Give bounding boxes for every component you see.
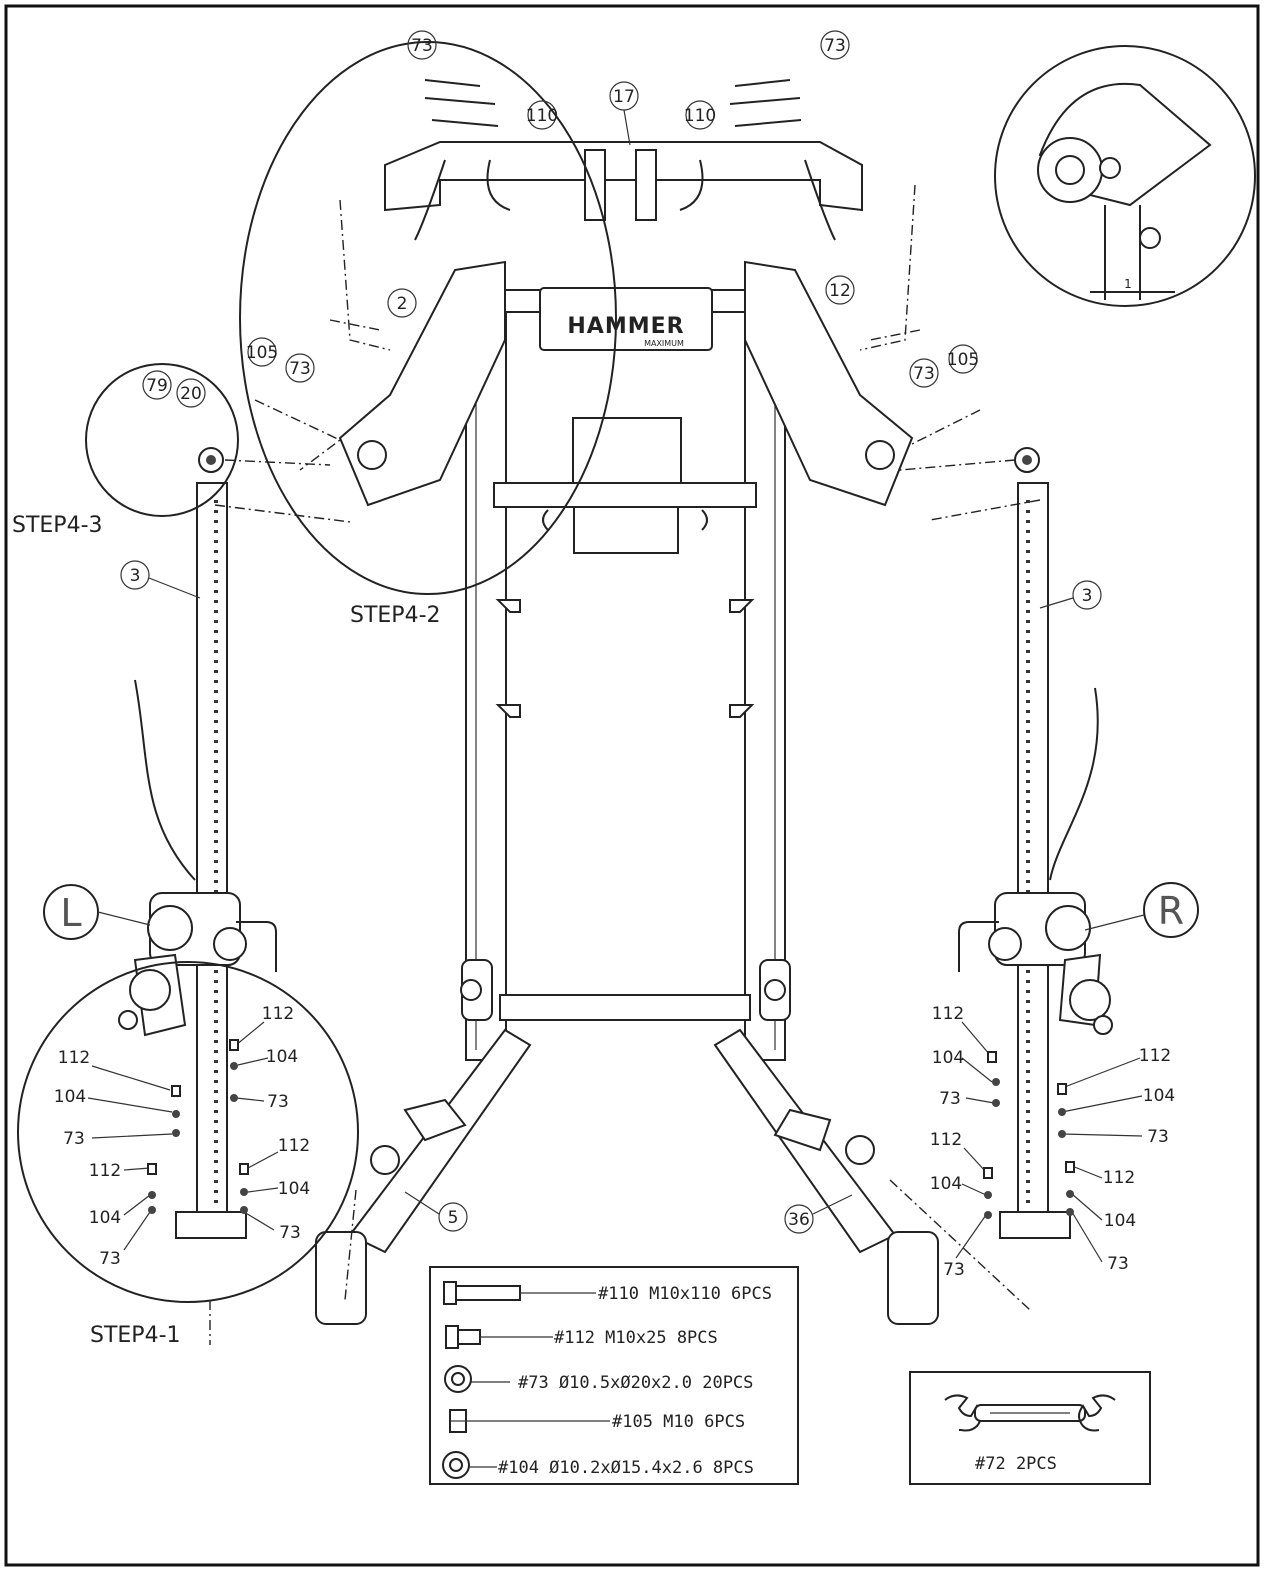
label-112: 112 <box>930 1130 962 1150</box>
left-upright-base-plate <box>175 1211 247 1239</box>
hardware-line-73: #73 Ø10.5xØ20x2.0 20PCS <box>518 1373 753 1393</box>
label-17: 17 <box>613 87 635 107</box>
right-side-mark <box>1143 882 1199 938</box>
label-73: 73 <box>939 1089 961 1109</box>
label-104: 104 <box>54 1087 86 1107</box>
label-104: 104 <box>278 1179 310 1199</box>
label-112: 112 <box>89 1161 121 1181</box>
wrench-icon <box>944 1394 1116 1432</box>
cross-member-17 <box>384 141 863 212</box>
label-3: 3 <box>130 566 141 586</box>
right-foot-cap <box>887 1231 939 1325</box>
label-73: 73 <box>411 36 433 56</box>
label-112: 112 <box>262 1004 294 1024</box>
spring-washer-icon <box>442 1451 470 1479</box>
detail-circle-step4-2 <box>239 41 617 595</box>
bottom-crossbar <box>499 994 751 1021</box>
label-112: 112 <box>58 1048 90 1068</box>
hardware-box: #110 M10x110 6PCS #112 M10x25 8PCS #73 Ø… <box>429 1266 799 1485</box>
hardware-line-105: #105 M10 6PCS <box>612 1412 745 1432</box>
label-73: 73 <box>63 1129 85 1149</box>
step4-3-label: STEP4-3 <box>12 513 103 538</box>
left-cable <box>134 679 196 881</box>
label-110: 110 <box>684 106 716 126</box>
label-12: 12 <box>829 281 851 301</box>
part-labels: 73 73 110 110 17 2 12 105 73 73 105 79 2… <box>54 30 1175 1280</box>
base-legs <box>315 1028 1031 1325</box>
left-upright <box>175 482 247 1239</box>
brand-plate <box>539 287 713 351</box>
top-assembly <box>198 79 1041 523</box>
right-upright <box>999 482 1071 1239</box>
tool-box: #72 2PCS <box>909 1371 1151 1485</box>
label-110: 110 <box>526 106 558 126</box>
detail-circle-step4-3 <box>85 363 239 517</box>
right-cable <box>1049 687 1099 881</box>
label-3: 3 <box>1082 586 1093 606</box>
short-bolt-icon <box>445 1325 481 1349</box>
label-104: 104 <box>930 1174 962 1194</box>
step4-1-label: STEP4-1 <box>90 1323 181 1348</box>
brand-sub: MAXIMUM <box>644 339 684 348</box>
label-112: 112 <box>932 1004 964 1024</box>
label-104: 104 <box>89 1208 121 1228</box>
label-73: 73 <box>99 1249 121 1269</box>
nut-icon <box>449 1409 467 1433</box>
label-73: 73 <box>289 359 311 379</box>
left-base-leg <box>348 1028 532 1254</box>
left-side-letter: L <box>60 891 81 935</box>
right-side-letter: R <box>1158 889 1184 933</box>
label-104: 104 <box>1104 1211 1136 1231</box>
label-2: 2 <box>397 294 408 314</box>
label-112: 112 <box>1103 1168 1135 1188</box>
plate-holder <box>572 417 682 485</box>
label-105: 105 <box>246 343 278 363</box>
left-carriage <box>118 892 277 1037</box>
mid-crossbar <box>493 482 757 508</box>
label-112: 112 <box>278 1136 310 1156</box>
label-73: 73 <box>943 1260 965 1280</box>
hardware-line-110: #110 M10x110 6PCS <box>598 1284 772 1304</box>
label-79: 79 <box>146 376 168 396</box>
svg-text:1: 1 <box>1124 277 1132 291</box>
storage-bracket <box>573 506 679 554</box>
label-5: 5 <box>448 1208 459 1228</box>
detail-circle-step4-1 <box>17 961 359 1303</box>
label-73: 73 <box>279 1223 301 1243</box>
label-112: 112 <box>1139 1046 1171 1066</box>
label-104: 104 <box>932 1048 964 1068</box>
pulley-detail-inset: 1 <box>994 45 1256 307</box>
label-73: 73 <box>1147 1127 1169 1147</box>
center-frame: HAMMER MAXIMUM <box>460 287 791 1061</box>
step4-2-label: STEP4-2 <box>350 603 441 628</box>
label-73: 73 <box>913 364 935 384</box>
hardware-line-112: #112 M10x25 8PCS <box>554 1328 718 1348</box>
label-20: 20 <box>180 384 202 404</box>
label-105: 105 <box>947 350 979 370</box>
label-104: 104 <box>266 1047 298 1067</box>
label-73: 73 <box>267 1092 289 1112</box>
flat-washer-icon <box>444 1365 472 1393</box>
label-73: 73 <box>824 36 846 56</box>
hardware-line-104: #104 Ø10.2xØ15.4x2.6 8PCS <box>498 1458 754 1478</box>
page-border <box>4 4 1260 1567</box>
right-carriage <box>958 892 1113 1035</box>
label-73: 73 <box>1107 1254 1129 1274</box>
label-104: 104 <box>1143 1086 1175 1106</box>
tool-line-72: #72 2PCS <box>975 1454 1057 1474</box>
brand-name: HAMMER <box>567 314 684 339</box>
label-36: 36 <box>788 1210 810 1230</box>
long-bolt-icon <box>443 1281 521 1305</box>
left-foot-cap <box>315 1231 367 1325</box>
right-upright-base-plate <box>999 1211 1071 1239</box>
